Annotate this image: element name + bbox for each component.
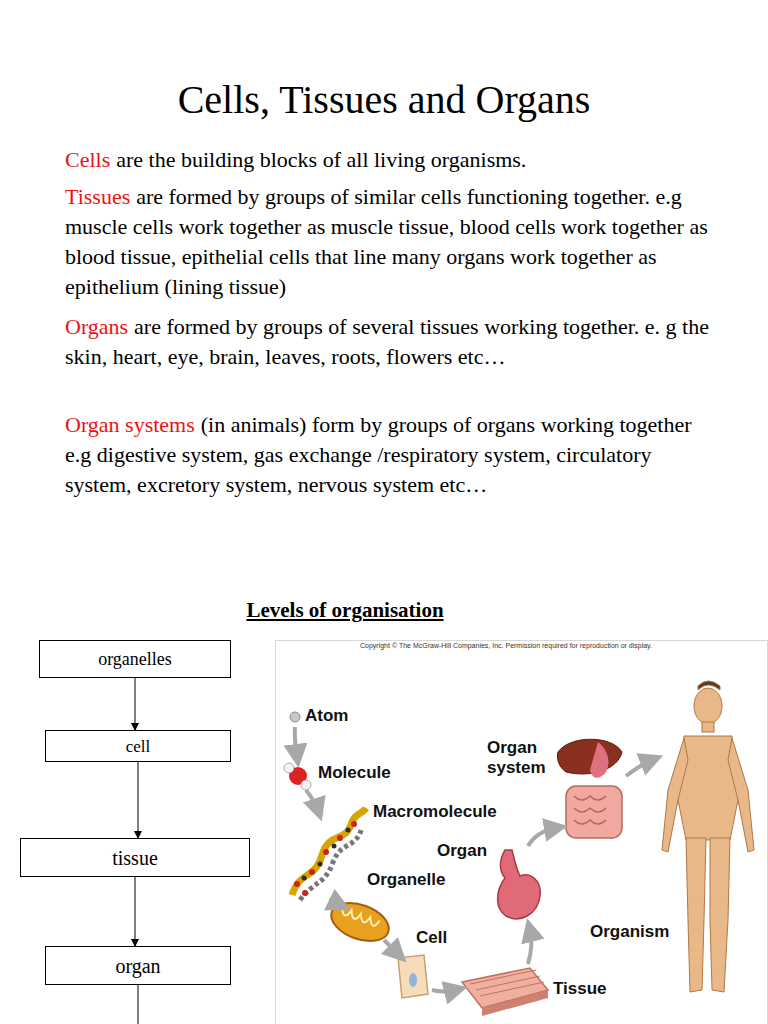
level-label: Organ system bbox=[487, 738, 553, 778]
level-box: cell bbox=[45, 730, 231, 762]
flow-arrow bbox=[135, 678, 136, 730]
box-text: organelles bbox=[98, 648, 172, 670]
box-text: tissue bbox=[112, 846, 158, 870]
molecule-icon bbox=[284, 763, 311, 790]
level-label: Organ bbox=[437, 841, 487, 861]
level-box: organ bbox=[45, 946, 231, 985]
key-term: Organs bbox=[65, 314, 128, 339]
macromolecule-icon bbox=[292, 808, 366, 900]
copyright-note: Copyright © The McGraw-Hill Companies, I… bbox=[360, 641, 652, 650]
cell-icon bbox=[398, 955, 428, 998]
level-label: Tissue bbox=[553, 979, 607, 999]
level-label: Organelle bbox=[367, 870, 445, 890]
box-text: organ bbox=[115, 954, 160, 978]
text-paragraph: Organsare formed by groups of several ti… bbox=[65, 312, 715, 372]
definition-text: are formed by groups of similar cells fu… bbox=[65, 184, 708, 299]
level-label: Cell bbox=[416, 928, 447, 948]
page-title: Cells, Tissues and Organs bbox=[0, 76, 768, 124]
section-heading: Levels of organisation bbox=[190, 597, 500, 623]
stage-arrows bbox=[295, 727, 652, 992]
illustration-panel bbox=[276, 641, 768, 1024]
key-term: Organ systems bbox=[65, 412, 195, 437]
definition-text: are formed by groups of several tissues … bbox=[65, 314, 709, 369]
stomach-icon bbox=[498, 850, 541, 919]
key-term: Tissues bbox=[65, 184, 130, 209]
digestive-system-icon bbox=[557, 739, 622, 838]
flow-arrow bbox=[135, 877, 136, 946]
tissue-icon bbox=[462, 968, 548, 1016]
text-paragraph: Cellsare the building blocks of all livi… bbox=[65, 145, 715, 175]
level-label: Macromolecule bbox=[373, 802, 497, 822]
level-label: Organism bbox=[590, 922, 669, 942]
human-figure bbox=[662, 681, 754, 992]
key-term: Cells bbox=[65, 147, 110, 172]
atom-icon bbox=[290, 712, 300, 722]
continuation-line bbox=[138, 985, 139, 1024]
level-box: tissue bbox=[20, 838, 250, 877]
box-text: cell bbox=[126, 736, 151, 757]
text-paragraph: Tissuesare formed by groups of similar c… bbox=[65, 182, 715, 302]
level-label: Atom bbox=[305, 706, 348, 726]
flow-arrow bbox=[138, 762, 139, 838]
definition-text: are the building blocks of all living or… bbox=[116, 147, 526, 172]
level-label: Molecule bbox=[318, 763, 391, 783]
level-box: organelles bbox=[39, 640, 231, 678]
text-paragraph: Organ systems(in animals) form by groups… bbox=[65, 410, 715, 500]
